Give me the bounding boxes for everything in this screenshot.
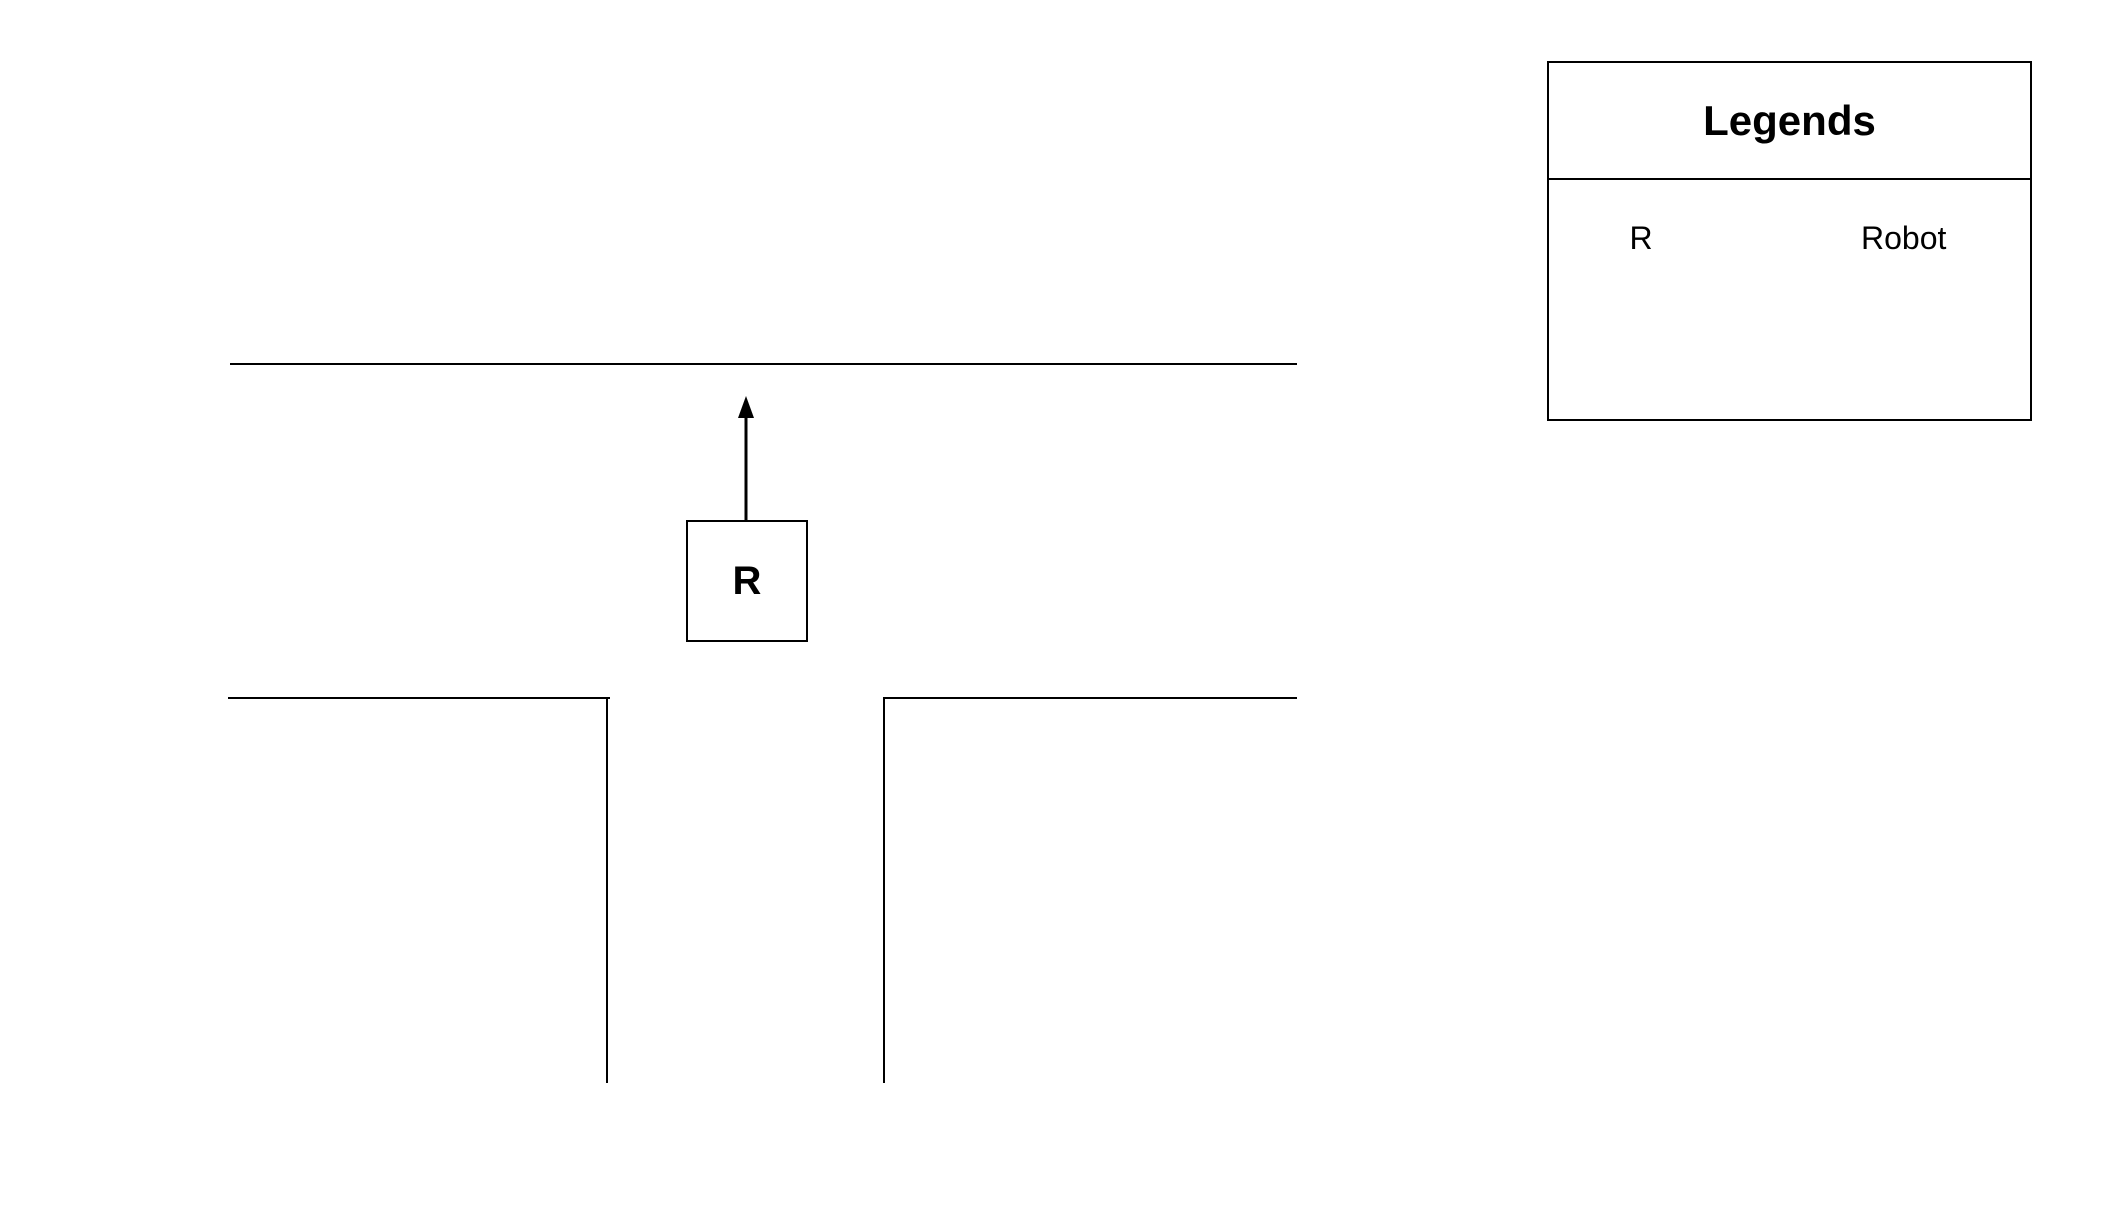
- legend-box: Legends R Robot: [1547, 61, 2032, 421]
- legend-title: Legends: [1549, 63, 2030, 180]
- legend-item-robot: R Robot: [1549, 220, 2030, 257]
- road-top-edge: [230, 363, 1297, 365]
- legend-item-label: Robot: [1861, 220, 1947, 256]
- legend-item-symbol: R: [1629, 220, 1653, 256]
- road-left-horizontal-edge: [228, 697, 610, 699]
- road-left-vertical-edge: [606, 697, 608, 1083]
- robot-direction-arrow-icon: [738, 396, 754, 522]
- road-right-vertical-edge: [883, 697, 885, 1083]
- robot-marker: R: [686, 520, 808, 642]
- road-right-horizontal-edge: [883, 697, 1297, 699]
- robot-marker-label: R: [732, 558, 762, 603]
